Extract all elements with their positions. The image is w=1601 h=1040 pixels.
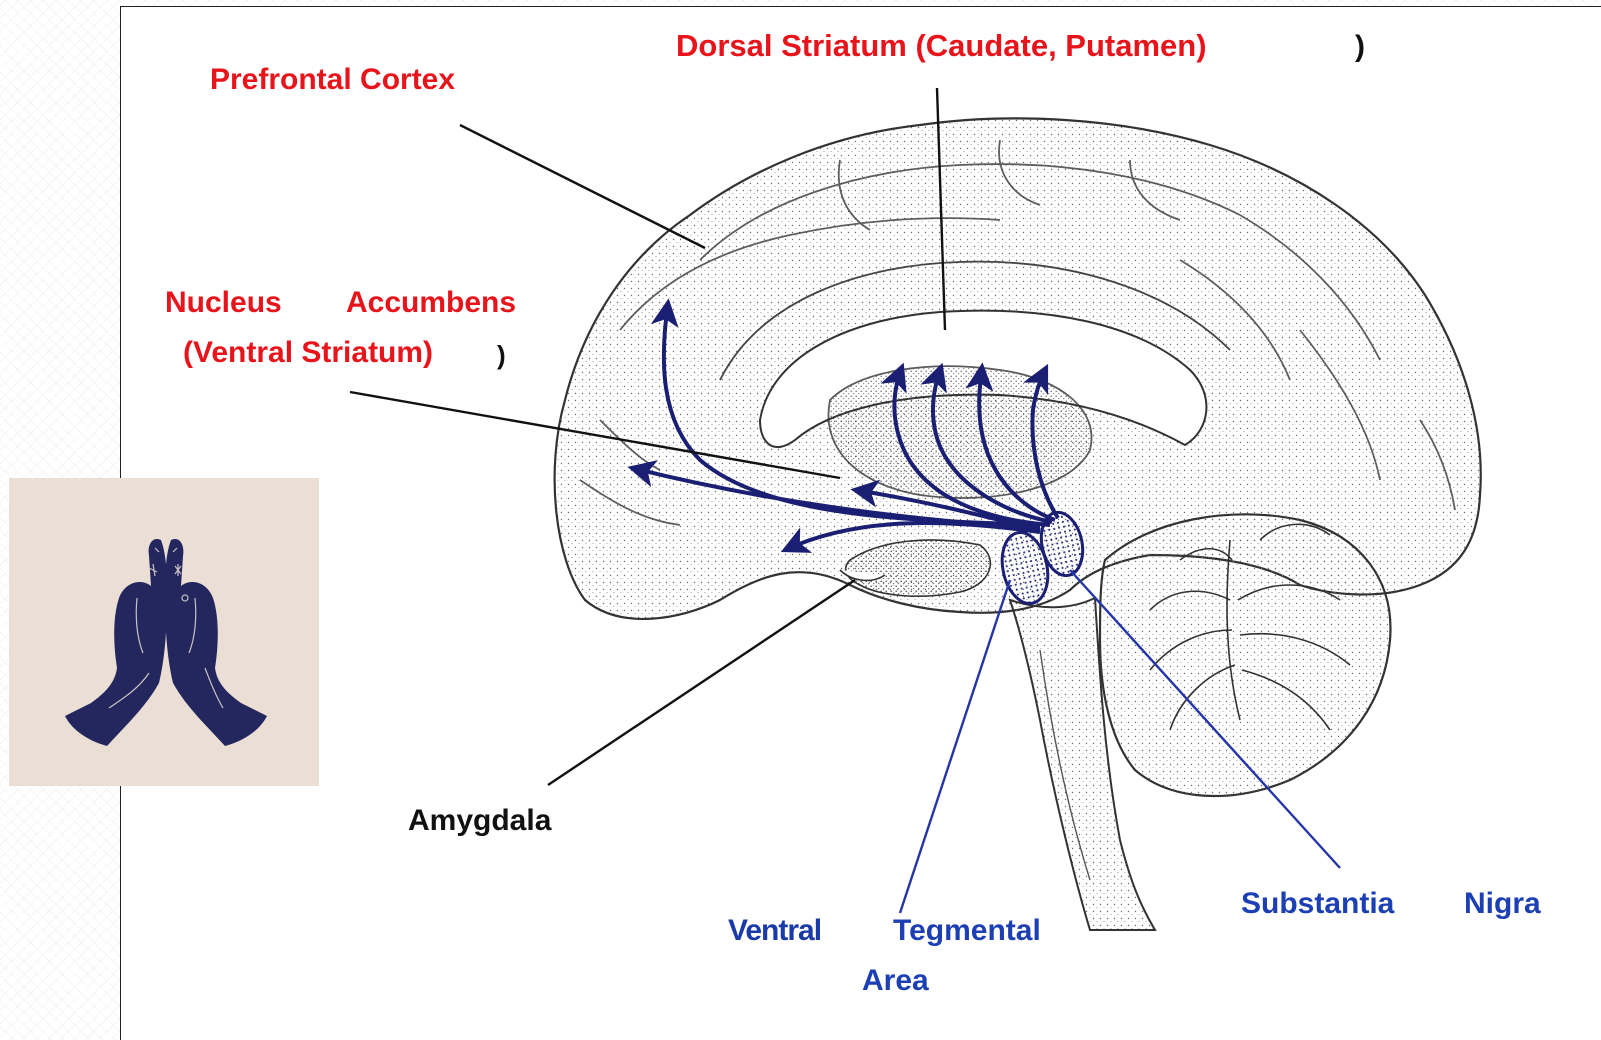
label-ventral-striatum: (Ventral Striatum) <box>183 336 433 370</box>
leader-vta <box>900 580 1010 913</box>
label-dorsal-paren: ) <box>1355 30 1365 64</box>
label-vta-area: Area <box>862 964 929 998</box>
label-vta-ventral: Ventral <box>728 914 821 948</box>
cerebellum <box>1100 514 1390 796</box>
label-nucleus: Nucleus <box>165 286 282 320</box>
label-dorsal-striatum: Dorsal Striatum (Caudate, Putamen) <box>676 29 1207 63</box>
leader-amygdala <box>548 580 855 785</box>
label-accumbens: Accumbens <box>346 286 516 320</box>
praying-hands-icon <box>9 478 319 786</box>
praying-hands-image <box>9 478 319 786</box>
label-prefrontal-cortex: Prefrontal Cortex <box>210 63 455 97</box>
label-amygdala: Amygdala <box>408 804 551 838</box>
label-substantia: Substantia <box>1241 887 1394 921</box>
label-nigra: Nigra <box>1464 887 1541 921</box>
label-vta-tegmental: Tegmental <box>893 914 1041 948</box>
leader-prefrontal-cortex <box>460 125 705 248</box>
label-ventral-paren: ) <box>497 338 506 372</box>
